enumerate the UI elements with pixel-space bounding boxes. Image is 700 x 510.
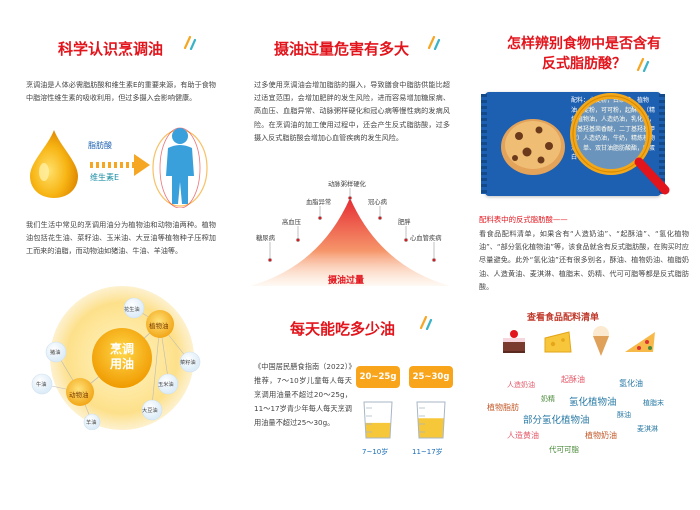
amount-badge-2: 25~30g — [409, 366, 453, 388]
pizza-icon — [625, 332, 655, 352]
section-title: 怎样辨别食物中是否含有 反式脂肪酸？ — [507, 36, 661, 72]
risk-pyramid-diagram — [250, 188, 450, 286]
age-label-2: 11~17岁 — [412, 448, 443, 456]
cheese-icon — [544, 331, 572, 353]
section-title: 科学认识烹调油 — [54, 38, 168, 59]
section-title: 摄油过量危害有多大 — [270, 38, 414, 59]
tag-non-dairy-creamer: 植脂末 — [643, 399, 664, 407]
risk-coronary: 冠心病 — [368, 199, 387, 206]
pyramid-base-label: 摄油过量 — [328, 276, 365, 286]
list-title: 查看食品配料清单 — [527, 313, 600, 323]
corn-oil-label: 玉米油 — [158, 382, 174, 388]
section-trans-fat: 怎样辨别食物中是否含有 反式脂肪酸？ 配料：小麦粉，白砂糖，植物油，淀粉，可可粉… — [465, 0, 700, 510]
fatty-acid-label: 脂肪酸 — [88, 141, 112, 150]
section-title-2: 每天能吃多少油 — [286, 318, 400, 339]
risk-obesity: 肥胖 — [398, 219, 411, 226]
ice-cream-icon — [593, 326, 609, 356]
section-oil-knowledge: 科学认识烹调油 烹调油是人体必需脂肪酸和维生素E的重要来源，有助于食物中脂溶性维… — [0, 0, 232, 510]
guideline-text: 《中国居民膳食指南（2022）》推荐，7～10岁儿童每人每天烹调用油量不超过20… — [254, 362, 352, 427]
tag-creamer: 奶精 — [541, 395, 555, 403]
risk-diabetes: 糖尿病 — [256, 235, 275, 242]
sparkle-icon — [427, 35, 441, 50]
hazard-text: 过多使用烹调油会增加脂肪的摄入，导致膳食中脂肪供能比超过适宜范围，会增加肥胖的发… — [254, 80, 450, 142]
note-title: 配料表中的反式脂肪酸—— — [479, 215, 568, 224]
vitamin-e-label: 维生素E — [90, 173, 120, 182]
soybean-oil-label: 大豆油 — [142, 408, 158, 414]
age-label-1: 7~10岁 — [362, 448, 389, 456]
tag-margarine: 麦淇淋 — [637, 425, 658, 433]
tag-artificial-cream: 人造奶油 — [507, 381, 535, 389]
tag-partially-hydrogenated: 部分氢化植物油 — [523, 415, 590, 426]
lard-label: 猪油 — [50, 350, 61, 356]
oil-drop-icon — [30, 130, 78, 198]
plant-oil-label: 植物油 — [149, 322, 169, 330]
tag-plant-cream: 植物奶油 — [585, 431, 617, 440]
cake-icon — [503, 330, 525, 353]
tag-hydrogenated-oil: 氢化油 — [619, 379, 643, 388]
human-body-icon — [152, 127, 208, 208]
sparkle-icon — [636, 57, 650, 72]
risk-dyslipidemia: 血脂异常 — [306, 199, 332, 206]
ingredient-panel: 配料：小麦粉，白砂糖，植物油，淀粉，可可粉，起酥油（精炼植物油，人造奶油，乳化剂… — [571, 97, 656, 161]
tag-cocoa-butter-substitute: 代可可脂 — [549, 445, 579, 454]
tag-vegetable-fat: 植物脂肪 — [487, 403, 519, 412]
tag-ghee: 酥油 — [617, 411, 631, 419]
risk-hypertension: 高血压 — [282, 219, 301, 226]
section-overconsumption: 摄油过量危害有多大 过多使用烹调油会增加脂肪的摄入，导致膳食中脂肪供能比超过适宜… — [232, 0, 465, 510]
measuring-cup-1 — [363, 401, 393, 439]
measuring-cup-2 — [416, 401, 446, 439]
rapeseed-oil-label: 菜籽油 — [180, 360, 196, 366]
arrow-icon — [90, 154, 150, 176]
tag-shortening: 起酥油 — [561, 375, 585, 384]
risk-atherosclerosis: 动脉粥样硬化 — [328, 181, 366, 188]
oil-types-diagram — [31, 286, 201, 430]
beef-tallow-label: 牛油 — [36, 382, 47, 388]
mutton-fat-label: 羊油 — [86, 420, 97, 426]
intro-text: 烹调油是人体必需脂肪酸和维生素E的重要来源，有助于食物中脂溶性维生素的吸收利用，… — [26, 80, 216, 103]
sparkle-icon — [419, 315, 433, 330]
sparkle-icon — [183, 35, 197, 50]
magnifier-icon — [570, 93, 670, 195]
note-text: 看食品配料清单，如果含有“人造奶油”、“起酥油”、“氢化植物油”、“部分氢化植物… — [479, 229, 689, 291]
amount-badge-1: 20~25g — [356, 366, 400, 388]
tag-artificial-butter: 人造黄油 — [507, 431, 539, 440]
peanut-oil-label: 花生油 — [124, 307, 140, 313]
oil-types-text: 我们生活中常见的烹调用油分为植物油和动物油两种。植物油包括花生油、菜籽油、玉米油… — [26, 220, 216, 256]
animal-oil-label: 动物油 — [69, 391, 89, 399]
diagram-center-label: 烹调 用油 — [109, 342, 134, 371]
tag-hydrogenated-veg-oil: 氢化植物油 — [569, 397, 617, 408]
risk-cardiovascular: 心血管疾病 — [410, 235, 442, 242]
cookie-icon — [501, 119, 565, 175]
